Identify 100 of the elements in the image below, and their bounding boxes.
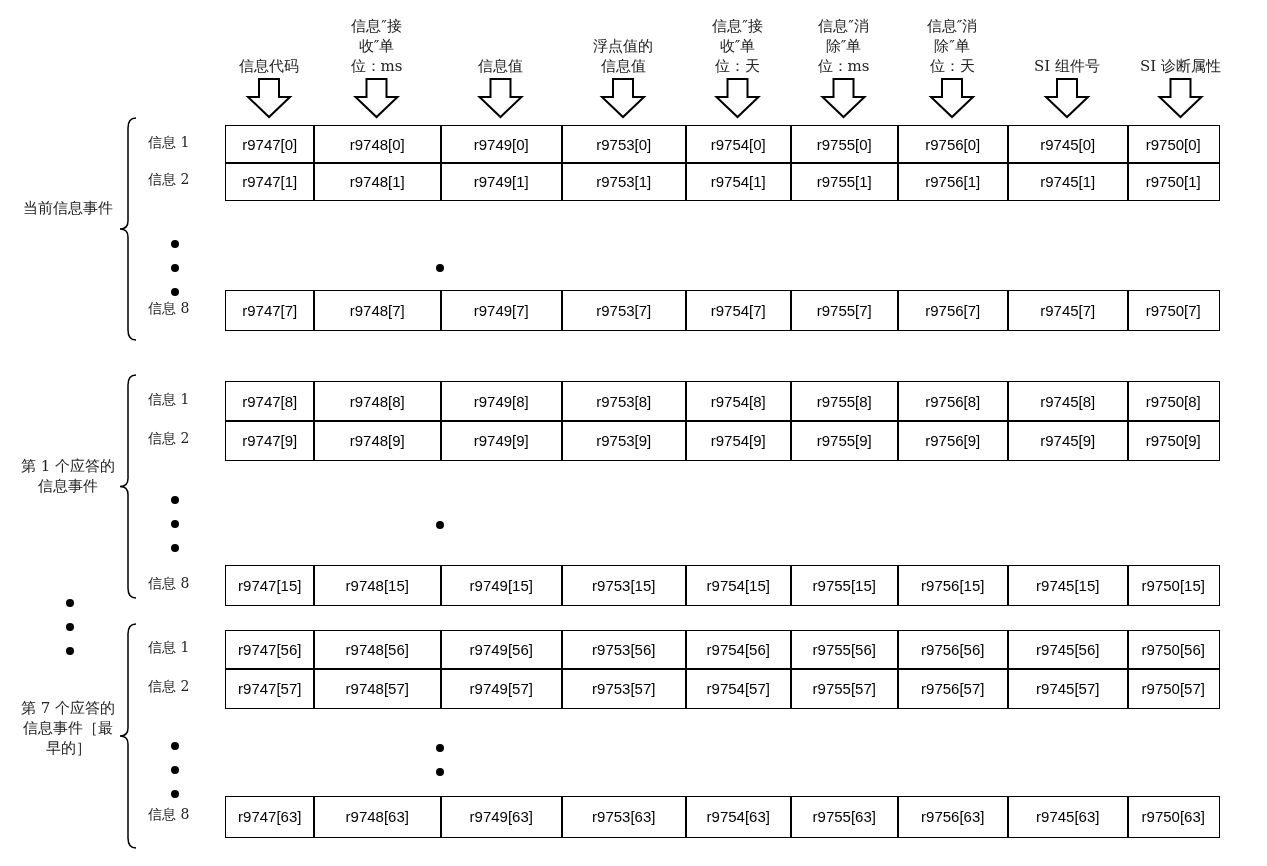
parameter-cell: r9747[63]: [225, 796, 315, 838]
row-label: 信息 8: [148, 806, 190, 824]
parameter-cell: r9749[7]: [440, 290, 563, 331]
row-label: 信息 1: [148, 133, 190, 152]
parameter-cell: r9754[0]: [685, 125, 792, 164]
parameter-cell: r9750[15]: [1127, 565, 1220, 606]
parameter-cell: r9749[1]: [440, 162, 563, 201]
parameter-cell: r9755[0]: [790, 125, 899, 164]
parameter-cell: r9749[0]: [440, 125, 563, 164]
parameter-cell: r9753[0]: [561, 125, 687, 164]
parameter-cell: r9749[56]: [440, 630, 563, 670]
parameter-cell: r9750[57]: [1127, 668, 1220, 709]
parameter-cell: r9747[0]: [225, 125, 315, 164]
parameter-cell: r9755[57]: [790, 668, 899, 709]
parameter-cell: r9747[56]: [225, 630, 315, 670]
parameter-cell: r9745[8]: [1007, 381, 1129, 422]
column-header: 信息″接收″单位：天: [705, 16, 770, 76]
block-arrow: [599, 78, 647, 119]
block-arrow: [1043, 78, 1091, 119]
column-header: 信息代码: [239, 56, 299, 76]
row-label: 信息 2: [148, 677, 190, 696]
block-arrow: [245, 78, 293, 119]
parameter-cell: r9747[8]: [225, 381, 315, 422]
parameter-cell: r9747[7]: [225, 290, 315, 331]
parameter-cell: r9745[9]: [1007, 420, 1129, 461]
parameter-cell: r9756[9]: [897, 420, 1009, 461]
group-label: 第 7 个应答的信息事件［最早的］: [19, 698, 117, 758]
block-arrow: [714, 78, 761, 119]
parameter-cell: r9755[7]: [790, 290, 899, 331]
parameter-cell: r9749[8]: [440, 381, 563, 422]
parameter-cell: r9748[7]: [313, 290, 442, 331]
parameter-cell: r9745[0]: [1007, 125, 1129, 164]
column-header: 信息″消除″单位：ms: [811, 16, 876, 76]
parameter-cell: r9755[8]: [790, 381, 899, 422]
parameter-cell: r9755[15]: [790, 565, 899, 606]
parameter-cell: r9753[9]: [561, 420, 687, 461]
parameter-cell: r9750[0]: [1127, 125, 1220, 164]
parameter-cell: r9756[56]: [897, 630, 1009, 670]
row-label: 信息 1: [148, 390, 190, 409]
parameter-cell: r9750[56]: [1127, 630, 1220, 670]
parameter-cell: r9750[1]: [1127, 162, 1220, 201]
parameter-cell: r9749[9]: [440, 420, 563, 461]
parameter-cell: r9756[63]: [897, 796, 1009, 838]
row-label: 信息 1: [148, 639, 190, 657]
group-label: 第 1 个应答的信息事件: [19, 456, 117, 496]
parameter-cell: r9745[63]: [1007, 796, 1129, 838]
parameter-cell: r9745[1]: [1007, 162, 1129, 201]
parameter-cell: r9756[7]: [897, 290, 1009, 331]
group-label: 当前信息事件: [22, 198, 114, 218]
parameter-cell: r9747[9]: [225, 420, 315, 461]
parameter-cell: r9750[63]: [1127, 796, 1220, 838]
parameter-cell: r9754[57]: [685, 668, 792, 709]
column-header: 浮点值的信息值: [588, 36, 658, 76]
row-label: 信息 8: [148, 299, 190, 318]
block-arrow: [477, 78, 524, 119]
parameter-cell: r9754[1]: [685, 162, 792, 201]
parameter-cell: r9748[9]: [313, 420, 442, 461]
parameter-cell: r9747[15]: [225, 565, 315, 606]
parameter-cell: r9756[57]: [897, 668, 1009, 709]
parameter-cell: r9749[15]: [440, 565, 563, 606]
parameter-cell: r9750[8]: [1127, 381, 1220, 422]
parameter-cell: r9755[9]: [790, 420, 899, 461]
parameter-cell: r9754[7]: [685, 290, 792, 331]
block-arrow: [928, 78, 976, 119]
column-header: 信息″消除″单位：天: [920, 16, 984, 76]
parameter-cell: r9753[15]: [561, 565, 687, 606]
parameter-cell: r9753[63]: [561, 796, 687, 838]
parameter-cell: r9749[57]: [440, 668, 563, 709]
parameter-cell: r9753[56]: [561, 630, 687, 670]
block-arrow: [1157, 78, 1204, 119]
parameter-cell: r9745[15]: [1007, 565, 1129, 606]
parameter-cell: r9755[1]: [790, 162, 899, 201]
block-arrow: [353, 78, 400, 119]
parameter-cell: r9748[57]: [313, 668, 442, 709]
parameter-cell: r9753[8]: [561, 381, 687, 422]
parameter-cell: r9754[9]: [685, 420, 792, 461]
column-header: SI 组件号: [1022, 56, 1112, 76]
parameter-cell: r9747[1]: [225, 162, 315, 201]
parameter-cell: r9748[56]: [313, 630, 442, 670]
parameter-cell: r9748[1]: [313, 162, 442, 201]
column-header: 信息值: [475, 56, 526, 76]
parameter-cell: r9756[1]: [897, 162, 1009, 201]
block-arrow: [820, 78, 867, 119]
parameter-cell: r9750[9]: [1127, 420, 1220, 461]
row-label: 信息 2: [148, 429, 190, 448]
parameter-cell: r9756[0]: [897, 125, 1009, 164]
parameter-cell: r9745[7]: [1007, 290, 1129, 331]
parameter-cell: r9745[56]: [1007, 630, 1129, 670]
parameter-cell: r9754[15]: [685, 565, 792, 606]
column-header: SI 诊断属性: [1130, 56, 1231, 76]
parameter-cell: r9748[8]: [313, 381, 442, 422]
parameter-cell: r9755[63]: [790, 796, 899, 838]
parameter-cell: r9753[7]: [561, 290, 687, 331]
parameter-cell: r9756[8]: [897, 381, 1009, 422]
parameter-cell: r9755[56]: [790, 630, 899, 670]
parameter-cell: r9748[15]: [313, 565, 442, 606]
parameter-cell: r9753[57]: [561, 668, 687, 709]
parameter-cell: r9745[57]: [1007, 668, 1129, 709]
row-label: 信息 2: [148, 170, 190, 189]
parameter-cell: r9747[57]: [225, 668, 315, 709]
